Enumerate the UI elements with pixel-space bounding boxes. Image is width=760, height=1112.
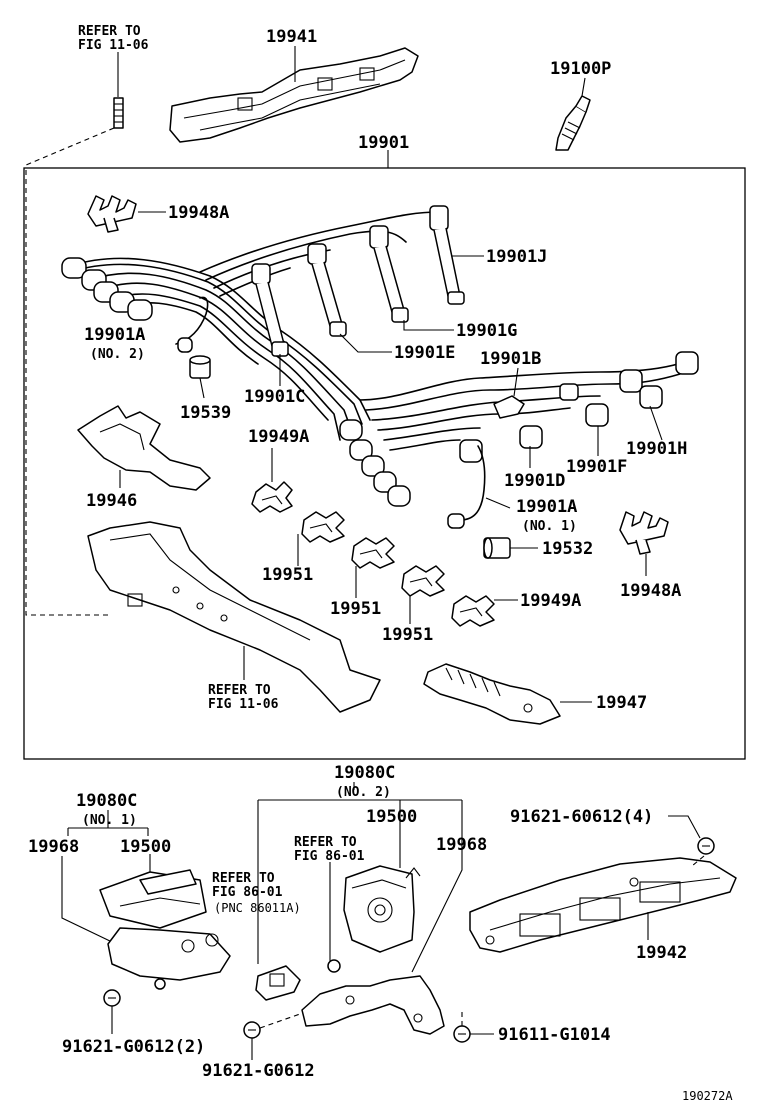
label-19951-b: 19951 [330, 599, 381, 619]
label-19901D: 19901D [504, 471, 565, 491]
wire-19901A-no1 [459, 445, 486, 521]
label-19901G: 19901G [456, 321, 517, 341]
figure-id: 190272A [682, 1089, 733, 1103]
label-fig-1106-bot: FIG 11-06 [208, 697, 279, 712]
label-91611-G1014: 91611-G1014 [498, 1025, 611, 1045]
connector-plug-drawing [255, 959, 341, 1001]
label-19946: 19946 [86, 491, 137, 511]
clips-19951-b-drawing [351, 537, 395, 569]
label-no1-a: (NO. 1) [522, 519, 577, 534]
label-19951-a: 19951 [262, 565, 313, 585]
label-91621-60612: 91621-60612(4) [510, 807, 653, 827]
label-19901C: 19901C [244, 387, 305, 407]
leader-19901A-no1 [485, 497, 511, 509]
label-19949A-right: 19949A [520, 591, 581, 611]
bracket-19968-right-drawing [301, 975, 445, 1035]
label-no2-b: (NO. 2) [336, 785, 391, 800]
dashed-91621-60612 [691, 855, 705, 867]
protector-19947-drawing [423, 663, 561, 725]
dashed-ref-line-top [25, 127, 115, 166]
leader-19901G [403, 320, 454, 331]
connector-19901A-no2 [177, 337, 193, 353]
label-91621-G0612-2: 91621-G0612(2) [62, 1037, 205, 1057]
leader-19901B [513, 367, 519, 397]
grommet-19532-drawing [483, 537, 511, 559]
label-19948A-right: 19948A [620, 581, 681, 601]
label-refer-to-8601-b: REFER TO [212, 871, 275, 886]
label-19901F: 19901F [566, 457, 627, 477]
connector-19901A-no1 [447, 513, 465, 529]
ignition-coil-left-drawing [99, 869, 231, 990]
label-19901B: 19901B [480, 349, 541, 369]
bolt-91621-60612-drawing [697, 837, 715, 855]
label-19532: 19532 [542, 539, 593, 559]
clips-19949A-right-drawing [451, 595, 495, 627]
grommet-19539-drawing [189, 355, 211, 379]
label-91621-G0612: 91621-G0612 [202, 1061, 315, 1081]
leader-91621-60612 [668, 815, 701, 839]
lower-plug-boots-drawing [339, 419, 411, 507]
label-19901A-no1: 19901A [516, 497, 577, 517]
label-fig-8601-b: FIG 86-01 [212, 885, 283, 900]
label-19100P: 19100P [550, 59, 611, 79]
label-19968-right: 19968 [436, 835, 487, 855]
label-19901E: 19901E [394, 343, 455, 363]
leader-19100P [581, 77, 586, 97]
label-no1-b: (NO. 1) [82, 813, 137, 828]
right-plug-boots-drawing [459, 351, 699, 463]
stud-bolt-drawing [113, 97, 124, 129]
clips-19949A-left-drawing [251, 481, 293, 513]
upright-plug-boots-drawing [251, 205, 465, 357]
leader-19539 [199, 377, 205, 399]
label-19539: 19539 [180, 403, 231, 423]
label-refer-to-8601-a: REFER TO [294, 835, 357, 850]
wire-19901A-no2 [175, 296, 209, 345]
label-19500-left: 19500 [120, 837, 171, 857]
label-19901: 19901 [358, 133, 409, 153]
bolt-91621-G0612-2-drawing [103, 989, 121, 1007]
leader-19968-right [411, 850, 463, 973]
label-19901A-no2: 19901A [84, 325, 145, 345]
clip-19948A-top-drawing [87, 195, 137, 233]
leader-19901H [649, 405, 663, 441]
left-plug-boots-drawing [61, 257, 153, 321]
leader-19901E [339, 333, 392, 353]
label-pnc-86011A: (PNC 86011A) [214, 901, 301, 915]
label-refer-to-bot: REFER TO [208, 683, 271, 698]
label-fig-1106-top: FIG 11-06 [78, 38, 149, 53]
bolt-91621-G0612-drawing [243, 1021, 261, 1039]
label-refer-to-top: REFER TO [78, 24, 141, 39]
bracket-19946-drawing [77, 405, 211, 491]
label-19949A-left: 19949A [248, 427, 309, 447]
clamp-19901B-drawing [493, 395, 525, 419]
assembly-frame [23, 167, 746, 760]
label-19901H: 19901H [626, 439, 687, 459]
bolt-91611-G1014-drawing [453, 1025, 471, 1043]
clip-19948A-right-drawing [619, 511, 669, 555]
dashed-ref-line-left [25, 170, 110, 616]
label-no2-a: (NO. 2) [90, 347, 145, 362]
label-19968-left: 19968 [28, 837, 79, 857]
label-19951-c: 19951 [382, 625, 433, 645]
label-19948A-top: 19948A [168, 203, 229, 223]
label-19080C-top: 19080C [334, 763, 395, 783]
dashed-91621-G0612 [259, 1013, 301, 1029]
leader-19968-left [61, 856, 113, 943]
cord-cover-19941-drawing [169, 47, 419, 143]
label-19941: 19941 [266, 27, 317, 47]
label-19500-right: 19500 [366, 807, 417, 827]
clips-19951-c-drawing [401, 565, 445, 597]
spark-plug-19100P-drawing [555, 95, 591, 151]
cover-19942-drawing [469, 857, 737, 953]
label-19947: 19947 [596, 693, 647, 713]
label-19080C-left: 19080C [76, 791, 137, 811]
label-fig-8601-a: FIG 86-01 [294, 849, 365, 864]
ignition-coil-right-drawing [343, 865, 421, 953]
label-19901J: 19901J [486, 247, 547, 267]
label-19942: 19942 [636, 943, 687, 963]
clips-19951-a-drawing [301, 511, 345, 543]
harness-bracket-drawing [87, 521, 381, 713]
